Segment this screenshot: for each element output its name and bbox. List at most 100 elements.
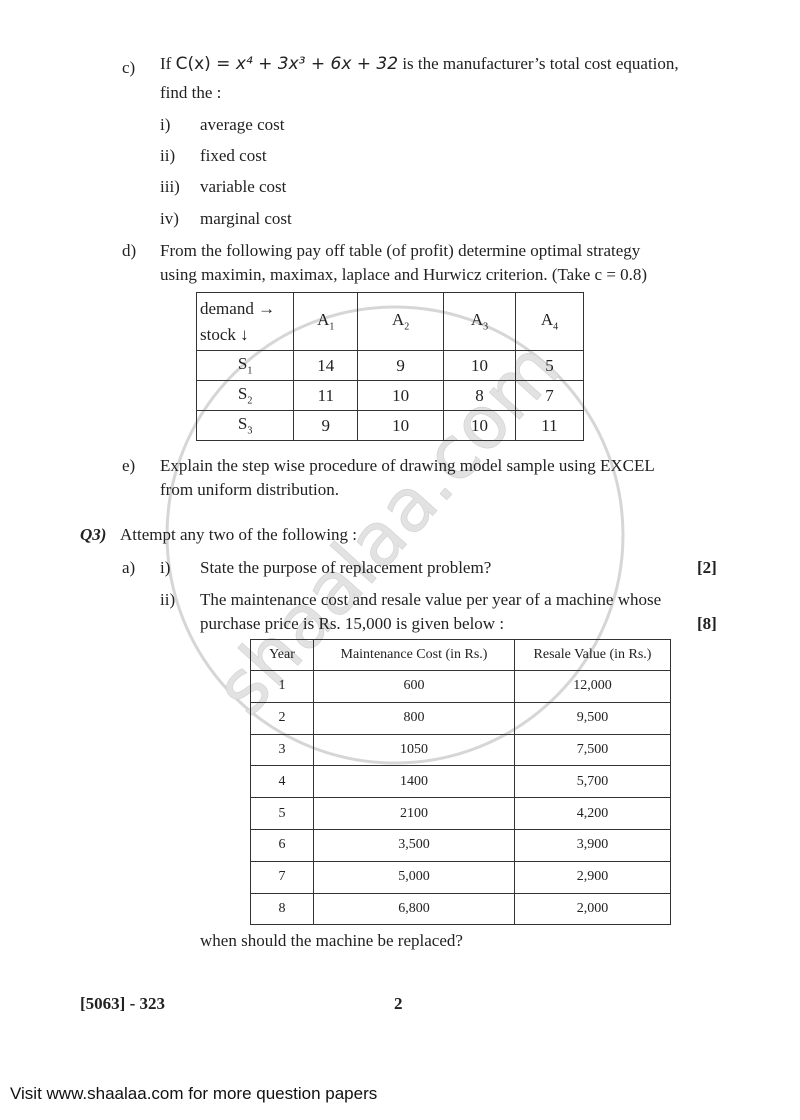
q2c-item-num: iii)	[160, 177, 180, 196]
payoff-row-header: S2	[195, 380, 295, 411]
q2e-line1: Explain the step wise procedure of drawi…	[160, 456, 655, 475]
q3a-label: a)	[122, 558, 136, 577]
col-letter: A	[392, 310, 405, 330]
q2c-item-num: ii)	[160, 146, 176, 165]
payoff-cell: 11	[293, 380, 359, 411]
resale-value-cell: 9,500	[514, 701, 671, 735]
q2d-label: d)	[122, 241, 137, 260]
resale-value-cell: 4,200	[514, 797, 671, 830]
payoff-cell: 5	[514, 350, 585, 381]
payoff-row: S2 11 10 8 7	[195, 380, 585, 411]
maintenance-cost-cell: 800	[313, 701, 515, 735]
payoff-cell: 10	[357, 380, 444, 411]
year-cell: 8	[250, 892, 314, 926]
row-subscript: 3	[247, 425, 253, 437]
payoff-cell: 9	[293, 410, 359, 441]
corner-stock-label: stock ↓	[200, 324, 249, 344]
replacement-row: 4 1400 5,700	[250, 765, 671, 799]
q2c-item-text: marginal cost	[200, 209, 292, 228]
replacement-body: 1 600 12,000 2 800 9,500 3 1050 7,500 4 …	[250, 670, 671, 926]
row-subscript: 1	[247, 365, 253, 377]
payoff-cell: 10	[442, 350, 516, 381]
formula-lhs: C(x) =	[175, 54, 236, 74]
q2e-line2: from uniform distribution.	[160, 480, 339, 499]
q2c-post: is the manufacturer’s total cost equatio…	[402, 54, 679, 73]
q2c-item-num: iv)	[160, 209, 179, 228]
payoff-row-header: S1	[195, 350, 295, 381]
replacement-row: 8 6,800 2,000	[250, 892, 671, 926]
q2c-line2: find the :	[160, 83, 222, 102]
replacement-row: 2 800 9,500	[250, 701, 671, 735]
replacement-row: 6 3,500 3,900	[250, 828, 671, 862]
replacement-table: Year Maintenance Cost (in Rs.) Resale Va…	[250, 639, 671, 926]
corner-demand-label: demand →	[200, 298, 276, 318]
maintenance-cost-cell: 6,800	[313, 892, 515, 926]
resale-value-cell: 2,900	[514, 860, 671, 894]
payoff-cell: 9	[357, 350, 444, 381]
row-subscript: 2	[247, 395, 253, 407]
payoff-row: S1 14 9 10 5	[195, 350, 585, 381]
payoff-column-header: A4	[514, 292, 585, 351]
maintenance-cost-cell: 600	[313, 670, 515, 703]
payoff-cell: 7	[514, 380, 585, 411]
q2c-line1: If C(x) = x⁴ + 3x³ + 6x + 32 is the manu…	[160, 54, 679, 74]
year-cell: 7	[250, 860, 314, 894]
col-letter: A	[317, 310, 330, 330]
replacement-header: Maintenance Cost (in Rs.)	[313, 639, 515, 671]
payoff-cell: 14	[293, 350, 359, 381]
year-cell: 3	[250, 733, 314, 767]
q2c-pre: If	[160, 54, 172, 73]
maintenance-cost-cell: 2100	[313, 797, 515, 830]
payoff-column-header: A1	[293, 292, 359, 351]
q2d-line1: From the following pay off table (of pro…	[160, 241, 641, 260]
year-cell: 5	[250, 797, 314, 830]
page-number: 2	[394, 994, 403, 1013]
replacement-header: Year	[250, 639, 314, 671]
payoff-cell: 10	[442, 410, 516, 441]
replacement-row: 1 600 12,000	[250, 670, 671, 703]
payoff-corner-cell: demand → stock ↓	[195, 292, 295, 351]
q3a-i-marks: [2]	[697, 558, 717, 577]
payoff-cell: 8	[442, 380, 516, 411]
q3a-i-text: State the purpose of replacement problem…	[200, 558, 492, 577]
row-letter: S	[237, 414, 248, 434]
q2c-label: c)	[122, 58, 136, 77]
replacement-row: 5 2100 4,200	[250, 797, 671, 830]
q3-label: Q3)	[80, 525, 107, 544]
q3a-ii-label: ii)	[160, 590, 176, 609]
payoff-cell: 11	[514, 410, 585, 441]
cost-formula: C(x) = x⁴ + 3x³ + 6x + 32	[176, 54, 398, 74]
payoff-row: S3 9 10 10 11	[195, 410, 585, 441]
year-cell: 6	[250, 828, 314, 862]
resale-value-cell: 12,000	[514, 670, 671, 703]
row-letter: S	[237, 354, 248, 374]
q3a-ii-line2: purchase price is Rs. 15,000 is given be…	[200, 614, 505, 633]
payoff-row-header: S3	[195, 410, 295, 441]
resale-value-cell: 5,700	[514, 765, 671, 799]
year-cell: 1	[250, 670, 314, 703]
maintenance-cost-cell: 1400	[313, 765, 515, 799]
q2d-line2: using maximin, maximax, laplace and Hurw…	[160, 265, 648, 284]
col-letter: A	[540, 310, 554, 330]
q3a-ii-line1: The maintenance cost and resale value pe…	[200, 590, 662, 609]
q2c-item-text: variable cost	[200, 177, 287, 196]
year-cell: 4	[250, 765, 314, 799]
resale-value-cell: 3,900	[514, 828, 671, 862]
payoff-table: demand → stock ↓ A1 A2 A3 A4 S1 14 9 10 …	[195, 292, 585, 441]
col-subscript: 1	[329, 321, 335, 333]
site-footer-link[interactable]: Visit www.shaalaa.com for more question …	[10, 1084, 378, 1103]
replacement-header: Resale Value (in Rs.)	[514, 639, 671, 671]
q2c-item-num: i)	[160, 115, 171, 134]
q3a-ii-marks: [8]	[697, 614, 717, 633]
row-letter: S	[237, 384, 248, 404]
year-cell: 2	[250, 701, 314, 735]
maintenance-cost-cell: 1050	[313, 733, 515, 767]
payoff-column-header: A3	[442, 292, 516, 351]
maintenance-cost-cell: 5,000	[313, 860, 515, 894]
resale-value-cell: 2,000	[514, 892, 671, 926]
col-subscript: 4	[553, 321, 559, 333]
col-subscript: 2	[404, 321, 410, 333]
q3-intro: Attempt any two of the following :	[120, 525, 358, 544]
col-letter: A	[470, 310, 484, 330]
q2c-item-text: average cost	[200, 115, 285, 134]
